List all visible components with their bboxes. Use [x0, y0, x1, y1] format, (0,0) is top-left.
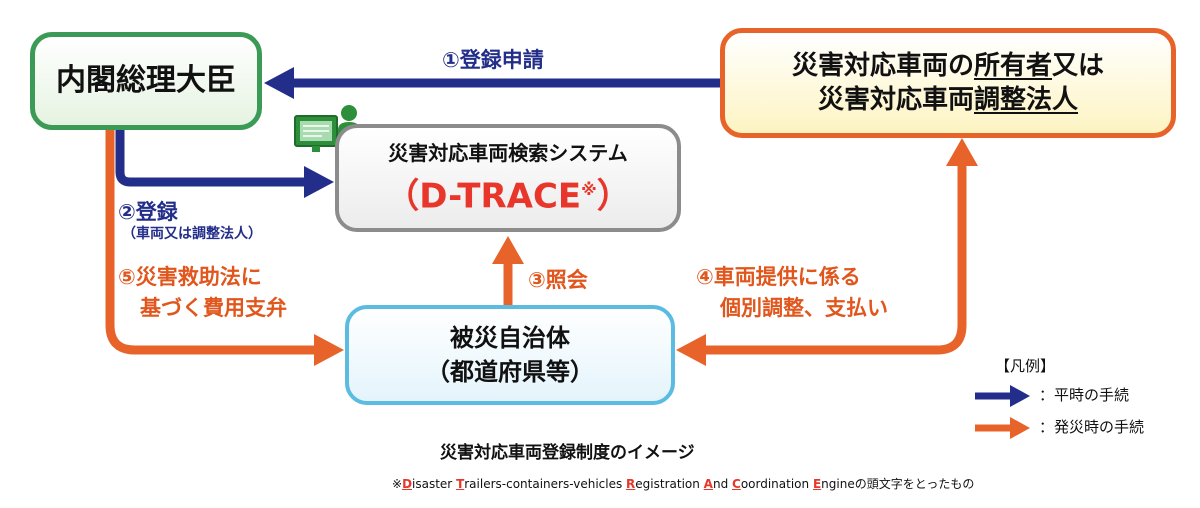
step-5-line-2: 基づく費用支弁	[140, 296, 287, 320]
step-2-label: ②登録	[118, 200, 178, 224]
legend-disaster-label: ：発災時の手続	[1039, 418, 1145, 436]
step-1-label: ①登録申請	[442, 48, 544, 72]
footnote-initial-a: A	[703, 477, 713, 491]
step-5-line-1: ⑤災害救助法に	[118, 265, 262, 289]
local-government-line-2: （都道府県等）	[426, 358, 594, 386]
d-trace-name: （D-TRACE※）	[385, 168, 630, 218]
footnote-word-3: egistration	[635, 477, 704, 491]
step-2-sublabel: （車両又は調整法人）	[122, 226, 262, 242]
legend-disaster-arrow-icon	[975, 417, 1030, 439]
footnote-word-5: oordination	[740, 477, 813, 491]
arrow-register	[115, 130, 334, 198]
footnote-initial-d: D	[402, 477, 413, 491]
step-4-label: ④車両提供に係る 個別調整、支払い	[696, 262, 888, 324]
d-trace-footnote-mark: ※	[581, 179, 597, 199]
legend-title: 【凡例】	[995, 357, 1056, 375]
arrow-vehicle-provision	[676, 138, 978, 366]
legend-disaster: ：発災時の手続	[975, 416, 1144, 437]
diagram-caption: 災害対応車両登録制度のイメージ	[440, 443, 695, 463]
d-trace-system-box: 災害対応車両検索システム （D-TRACE※）	[335, 124, 681, 232]
footnote: ※Disaster Trailers-containers-vehicles R…	[392, 475, 974, 492]
footnote-initial-t: T	[456, 477, 465, 491]
step-3-label: ③照会	[528, 268, 588, 292]
footnote-word-4: nd	[712, 477, 733, 491]
owner-line2-underlined: 調整法人	[974, 85, 1079, 115]
step-4-line-1: ④車両提供に係る	[696, 265, 861, 289]
step-5-label: ⑤災害救助法に 基づく費用支弁	[118, 262, 287, 324]
step-4-line-2: 個別調整、支払い	[720, 296, 888, 320]
arrow-registration-application	[264, 67, 720, 99]
prime-minister-box: 内閣総理大臣	[30, 32, 262, 130]
legend-normal-label: ：平時の手続	[1039, 386, 1130, 404]
prime-minister-label: 内閣総理大臣	[56, 63, 236, 98]
affected-local-government-box: 被災自治体 （都道府県等）	[345, 305, 675, 405]
footnote-initial-e: E	[812, 477, 822, 491]
legend-normal-arrow-icon	[975, 385, 1030, 407]
footnote-initial-c: C	[732, 477, 741, 491]
footnote-word-1: isaster	[412, 477, 457, 491]
footnote-mark: ※	[392, 477, 403, 491]
vehicle-owner-line-2: 災害対応車両調整法人	[818, 83, 1078, 117]
d-trace-system-title: 災害対応車両検索システム	[388, 140, 628, 165]
arrow-cost-reimbursement	[105, 130, 344, 366]
owner-line1-pre: 災害対応車両の	[791, 51, 974, 81]
arrow-inquiry	[492, 236, 524, 305]
vehicle-owner-box: 災害対応車両の所有者又は 災害対応車両調整法人	[720, 28, 1176, 138]
footnote-tail: の頭文字をとったもの	[854, 477, 975, 491]
d-trace-label: （D-TRACE	[385, 176, 582, 217]
footnote-word-2: railers-containers-vehicles	[464, 477, 627, 491]
owner-line2-pre: 災害対応車両	[817, 85, 974, 115]
legend-normal: ：平時の手続	[975, 384, 1129, 405]
footnote-initial-r: R	[626, 477, 636, 491]
owner-line1-underlined: 所有者	[973, 51, 1052, 81]
vehicle-owner-line-1: 災害対応車両の所有者又は	[792, 49, 1104, 83]
d-trace-close: ）	[596, 176, 631, 217]
local-government-line-1: 被災自治体	[450, 324, 570, 352]
footnote-word-6: ngine	[821, 477, 855, 491]
owner-line1-post: 又は	[1052, 51, 1105, 81]
